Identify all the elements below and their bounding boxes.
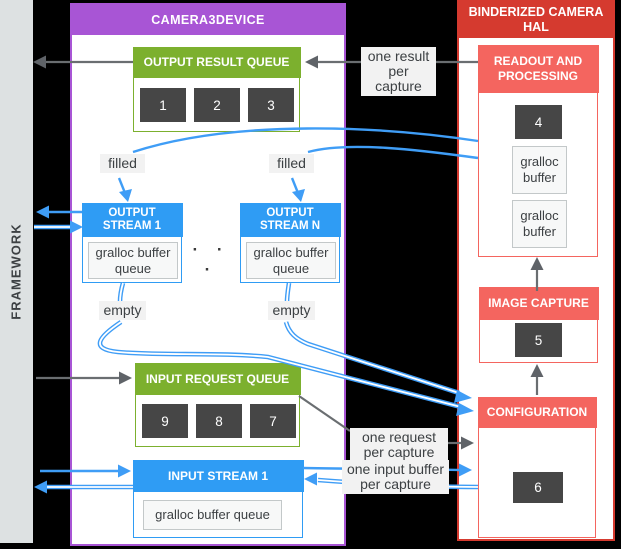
output-stream-n-title: OUTPUT STREAM N bbox=[239, 202, 341, 237]
hal-buffer-slot-5: 5 bbox=[515, 323, 562, 357]
result-buffer-slot-3: 3 bbox=[248, 88, 294, 122]
filled-label-left: filled bbox=[100, 154, 145, 173]
output-stream-n-gralloc-buffer-queue: gralloc buffer queue bbox=[246, 242, 336, 279]
one-input-buffer-per-capture-label: one input buffer per capture bbox=[342, 460, 449, 494]
configuration-title: CONFIGURATION bbox=[477, 396, 597, 428]
input-request-queue-title: INPUT REQUEST QUEUE bbox=[134, 362, 301, 395]
binderized-camera-hal-title: BINDERIZED CAMERA HAL bbox=[459, 2, 613, 38]
empty-label-right: empty bbox=[268, 301, 315, 320]
request-slot-9: 9 bbox=[142, 404, 188, 438]
input-stream-1-title: INPUT STREAM 1 bbox=[132, 459, 304, 492]
empty-label-left: empty bbox=[99, 301, 146, 320]
hal-gralloc-buffer-2: gralloc buffer bbox=[512, 200, 567, 248]
framework-strip: FRAMEWORK bbox=[0, 0, 33, 543]
request-slot-8: 8 bbox=[196, 404, 242, 438]
image-capture-title: IMAGE CAPTURE bbox=[478, 286, 599, 320]
result-buffer-slot-2: 2 bbox=[194, 88, 240, 122]
one-result-per-capture-label: one result per capture bbox=[361, 47, 436, 96]
framework-label: FRAMEWORK bbox=[9, 223, 25, 320]
output-result-queue-title: OUTPUT RESULT QUEUE bbox=[132, 46, 301, 78]
camera3device-title: CAMERA3DEVICE bbox=[72, 5, 344, 35]
image-capture-box: IMAGE CAPTURE bbox=[478, 286, 599, 363]
hal-buffer-slot-4: 4 bbox=[515, 105, 562, 139]
result-buffer-slot-1: 1 bbox=[140, 88, 186, 122]
hal-buffer-slot-6: 6 bbox=[513, 472, 563, 503]
one-request-per-capture-label: one request per capture bbox=[350, 428, 448, 462]
filled-label-right: filled bbox=[269, 154, 314, 173]
input-stream-1-gralloc-buffer-queue: gralloc buffer queue bbox=[143, 500, 282, 530]
readout-and-processing-title: READOUT AND PROCESSING bbox=[477, 44, 599, 93]
output-stream-1-title: OUTPUT STREAM 1 bbox=[81, 202, 183, 237]
streams-ellipsis: · · · bbox=[192, 240, 230, 279]
output-stream-1-gralloc-buffer-queue: gralloc buffer queue bbox=[88, 242, 178, 279]
hal-gralloc-buffer-1: gralloc buffer bbox=[512, 146, 567, 194]
request-slot-7: 7 bbox=[250, 404, 296, 438]
configuration-box: CONFIGURATION bbox=[477, 396, 597, 538]
